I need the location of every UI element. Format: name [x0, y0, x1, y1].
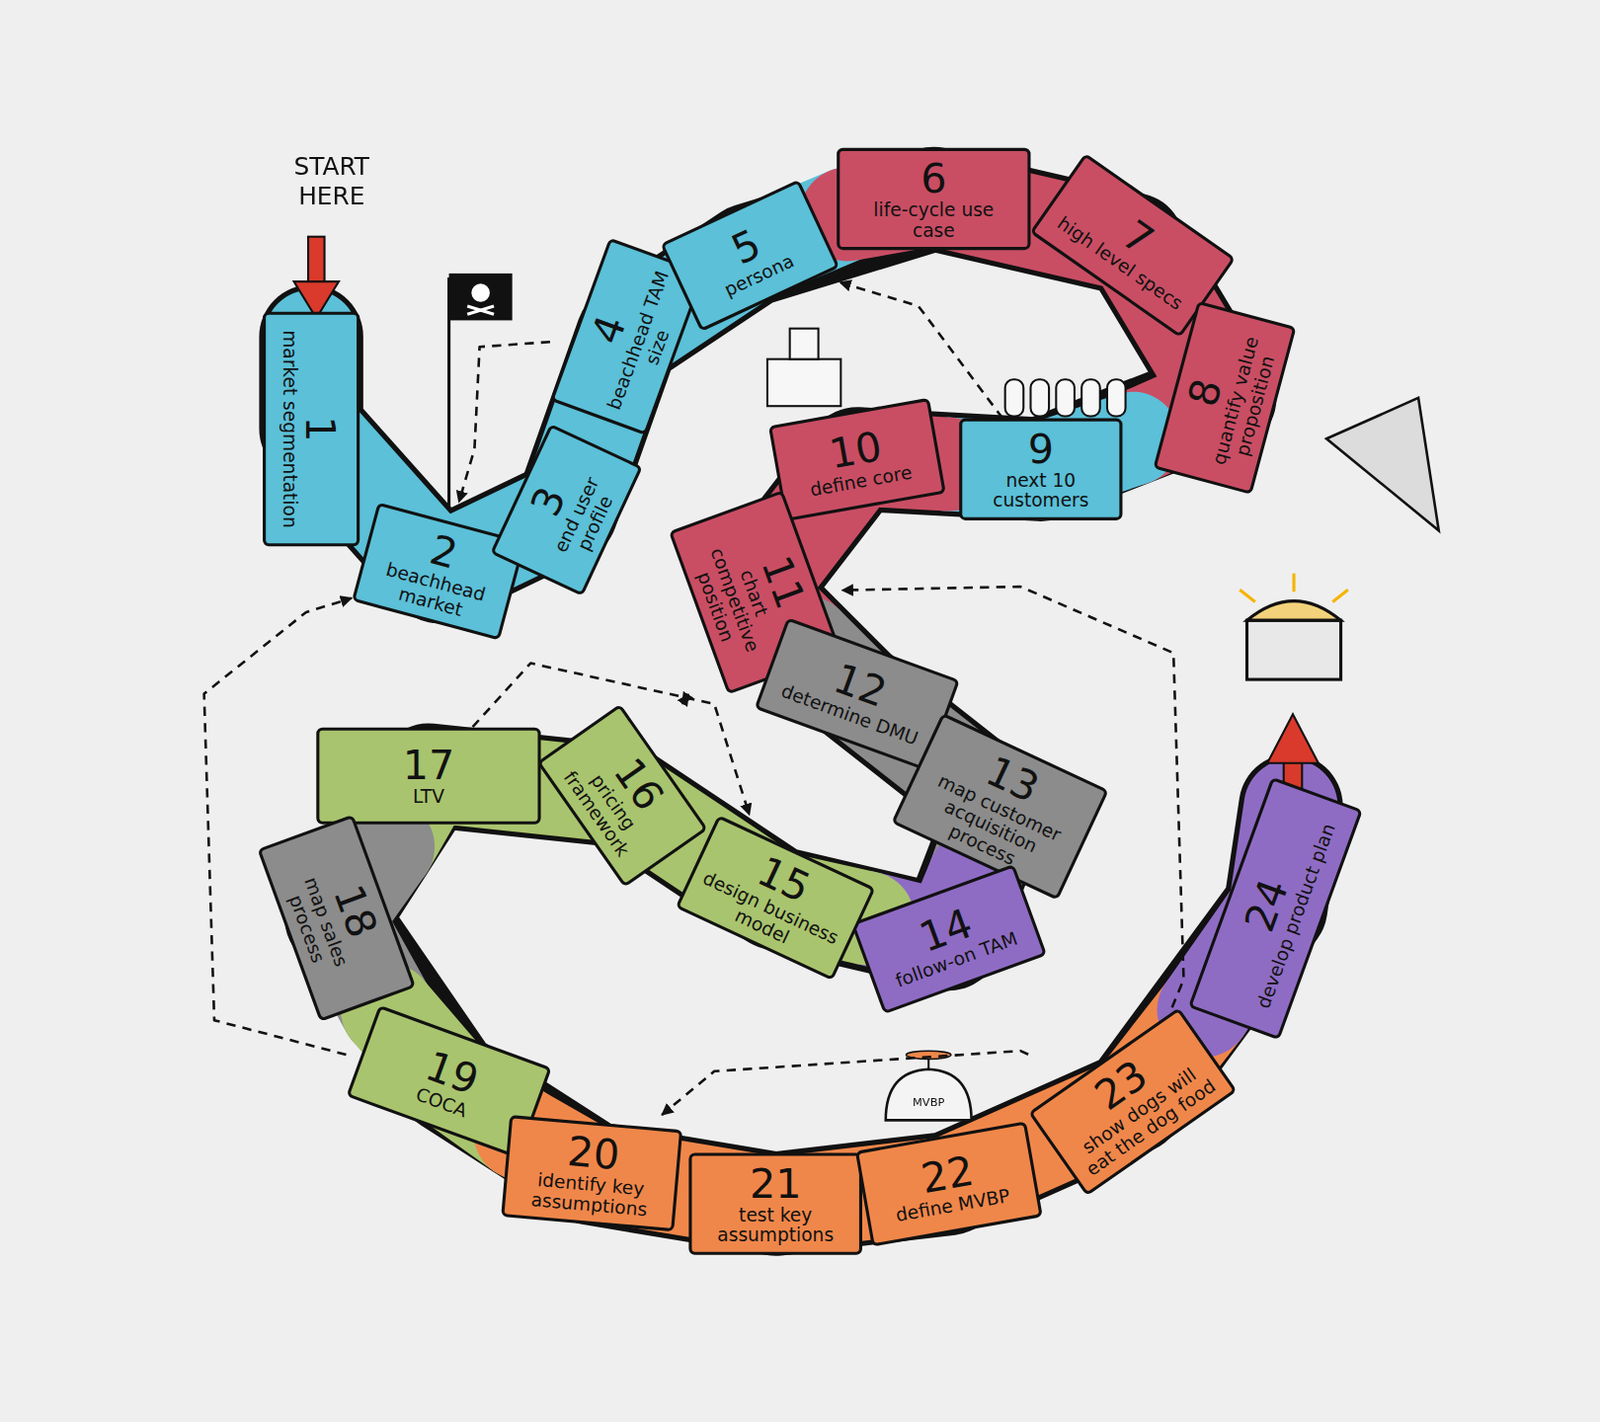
step-label: identify key assumptions — [514, 1168, 665, 1222]
step-label: market segmentation — [279, 329, 300, 528]
step-segment: 21test key assumptions — [688, 1152, 863, 1255]
step-label: life-cycle use case — [850, 200, 1018, 241]
igloo-label: MVBP — [897, 1095, 960, 1110]
step-number: 17 — [402, 743, 456, 787]
step-label: test key assumptions — [702, 1204, 850, 1246]
double-arrow — [682, 694, 689, 705]
step-segment: 17LTV — [316, 726, 541, 824]
dashed-arrow — [661, 1050, 1029, 1116]
step-segment: 20identify key assumptions — [500, 1115, 683, 1232]
start-arrow — [294, 237, 339, 320]
step-number: 8 — [1181, 374, 1230, 411]
step-number: 21 — [749, 1162, 802, 1205]
step-segment: 6life-cycle use case — [836, 148, 1031, 250]
step-number: 2 — [425, 527, 463, 576]
step-label: next 10 customers — [972, 470, 1110, 511]
pawn-figures — [1005, 379, 1126, 416]
step-number: 20 — [565, 1129, 622, 1178]
sand-castle — [767, 328, 841, 407]
pirate-flag — [449, 273, 513, 509]
step-number: 9 — [1028, 427, 1054, 471]
step-label: LTV — [412, 787, 445, 807]
step-segment: 1market segmentation — [262, 311, 360, 547]
igloo — [885, 1050, 972, 1120]
treasure-chest — [1239, 573, 1349, 809]
dashed-arrow — [839, 282, 1003, 419]
start-label: START HERE — [275, 152, 389, 212]
step-number: 6 — [920, 157, 947, 200]
step-number: 1 — [300, 415, 343, 442]
step-segment: 9next 10 customers — [959, 418, 1122, 521]
megaphone — [1326, 398, 1440, 531]
